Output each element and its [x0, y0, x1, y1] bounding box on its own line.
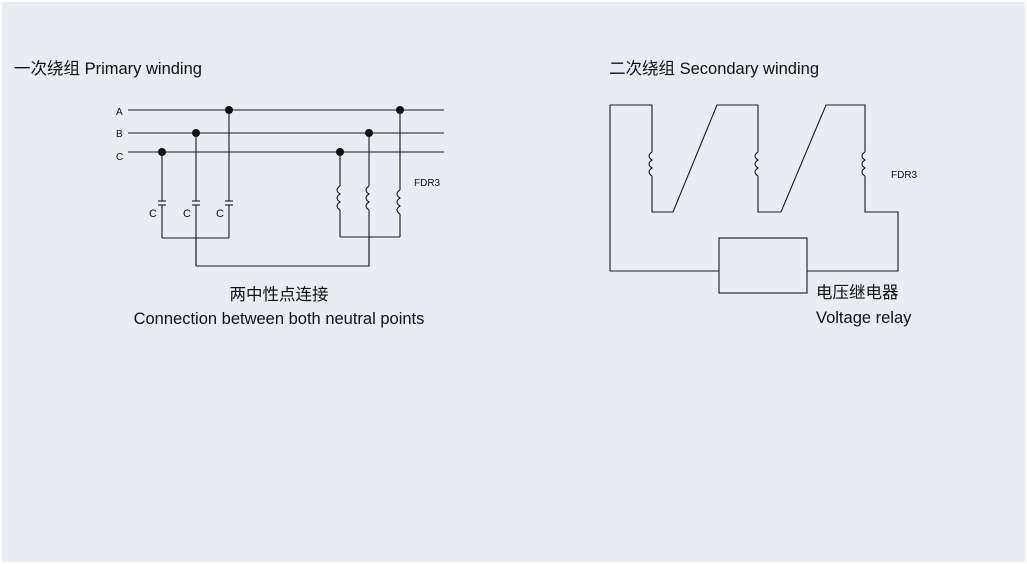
secondary-coil-1: [648, 151, 653, 177]
bus-label-c: C: [116, 152, 123, 163]
primary-heading: 一次绕组 Primary winding: [14, 59, 202, 78]
primary-caption-en: Connection between both neutral points: [134, 310, 425, 328]
capacitor-label-1: C: [149, 208, 157, 220]
winding-a-phase: [396, 106, 404, 237]
secondary-winding-section: 二次绕组 Secondary winding FDR3 电压继电器 Voltag…: [609, 59, 918, 327]
neutral-connection-wire: [195, 237, 370, 267]
relay-label-en: Voltage relay: [816, 309, 912, 327]
secondary-heading: 二次绕组 Secondary winding: [609, 59, 819, 78]
capacitor-label-2: C: [183, 208, 191, 220]
primary-winding-section: 一次绕组 Primary winding A B C C: [14, 59, 444, 328]
secondary-winding-label: FDR3: [891, 170, 918, 181]
primary-caption-cn: 两中性点连接: [230, 285, 329, 304]
bus-label-b: B: [116, 129, 123, 140]
relay-label-cn: 电压继电器: [816, 283, 899, 302]
winding-c-phase: [336, 148, 344, 237]
capacitor-label-3: C: [216, 208, 224, 220]
bus-label-a: A: [116, 107, 123, 118]
open-delta-wire: [609, 104, 719, 272]
secondary-coil-2: [754, 151, 759, 177]
capacitor-a-phase: C: [216, 106, 233, 238]
primary-winding-label: FDR3: [414, 178, 441, 189]
voltage-relay-box: [718, 237, 808, 294]
secondary-coil-3: [861, 151, 866, 177]
capacitor-b-phase: C: [183, 129, 200, 266]
capacitor-c-phase: C: [149, 148, 166, 238]
